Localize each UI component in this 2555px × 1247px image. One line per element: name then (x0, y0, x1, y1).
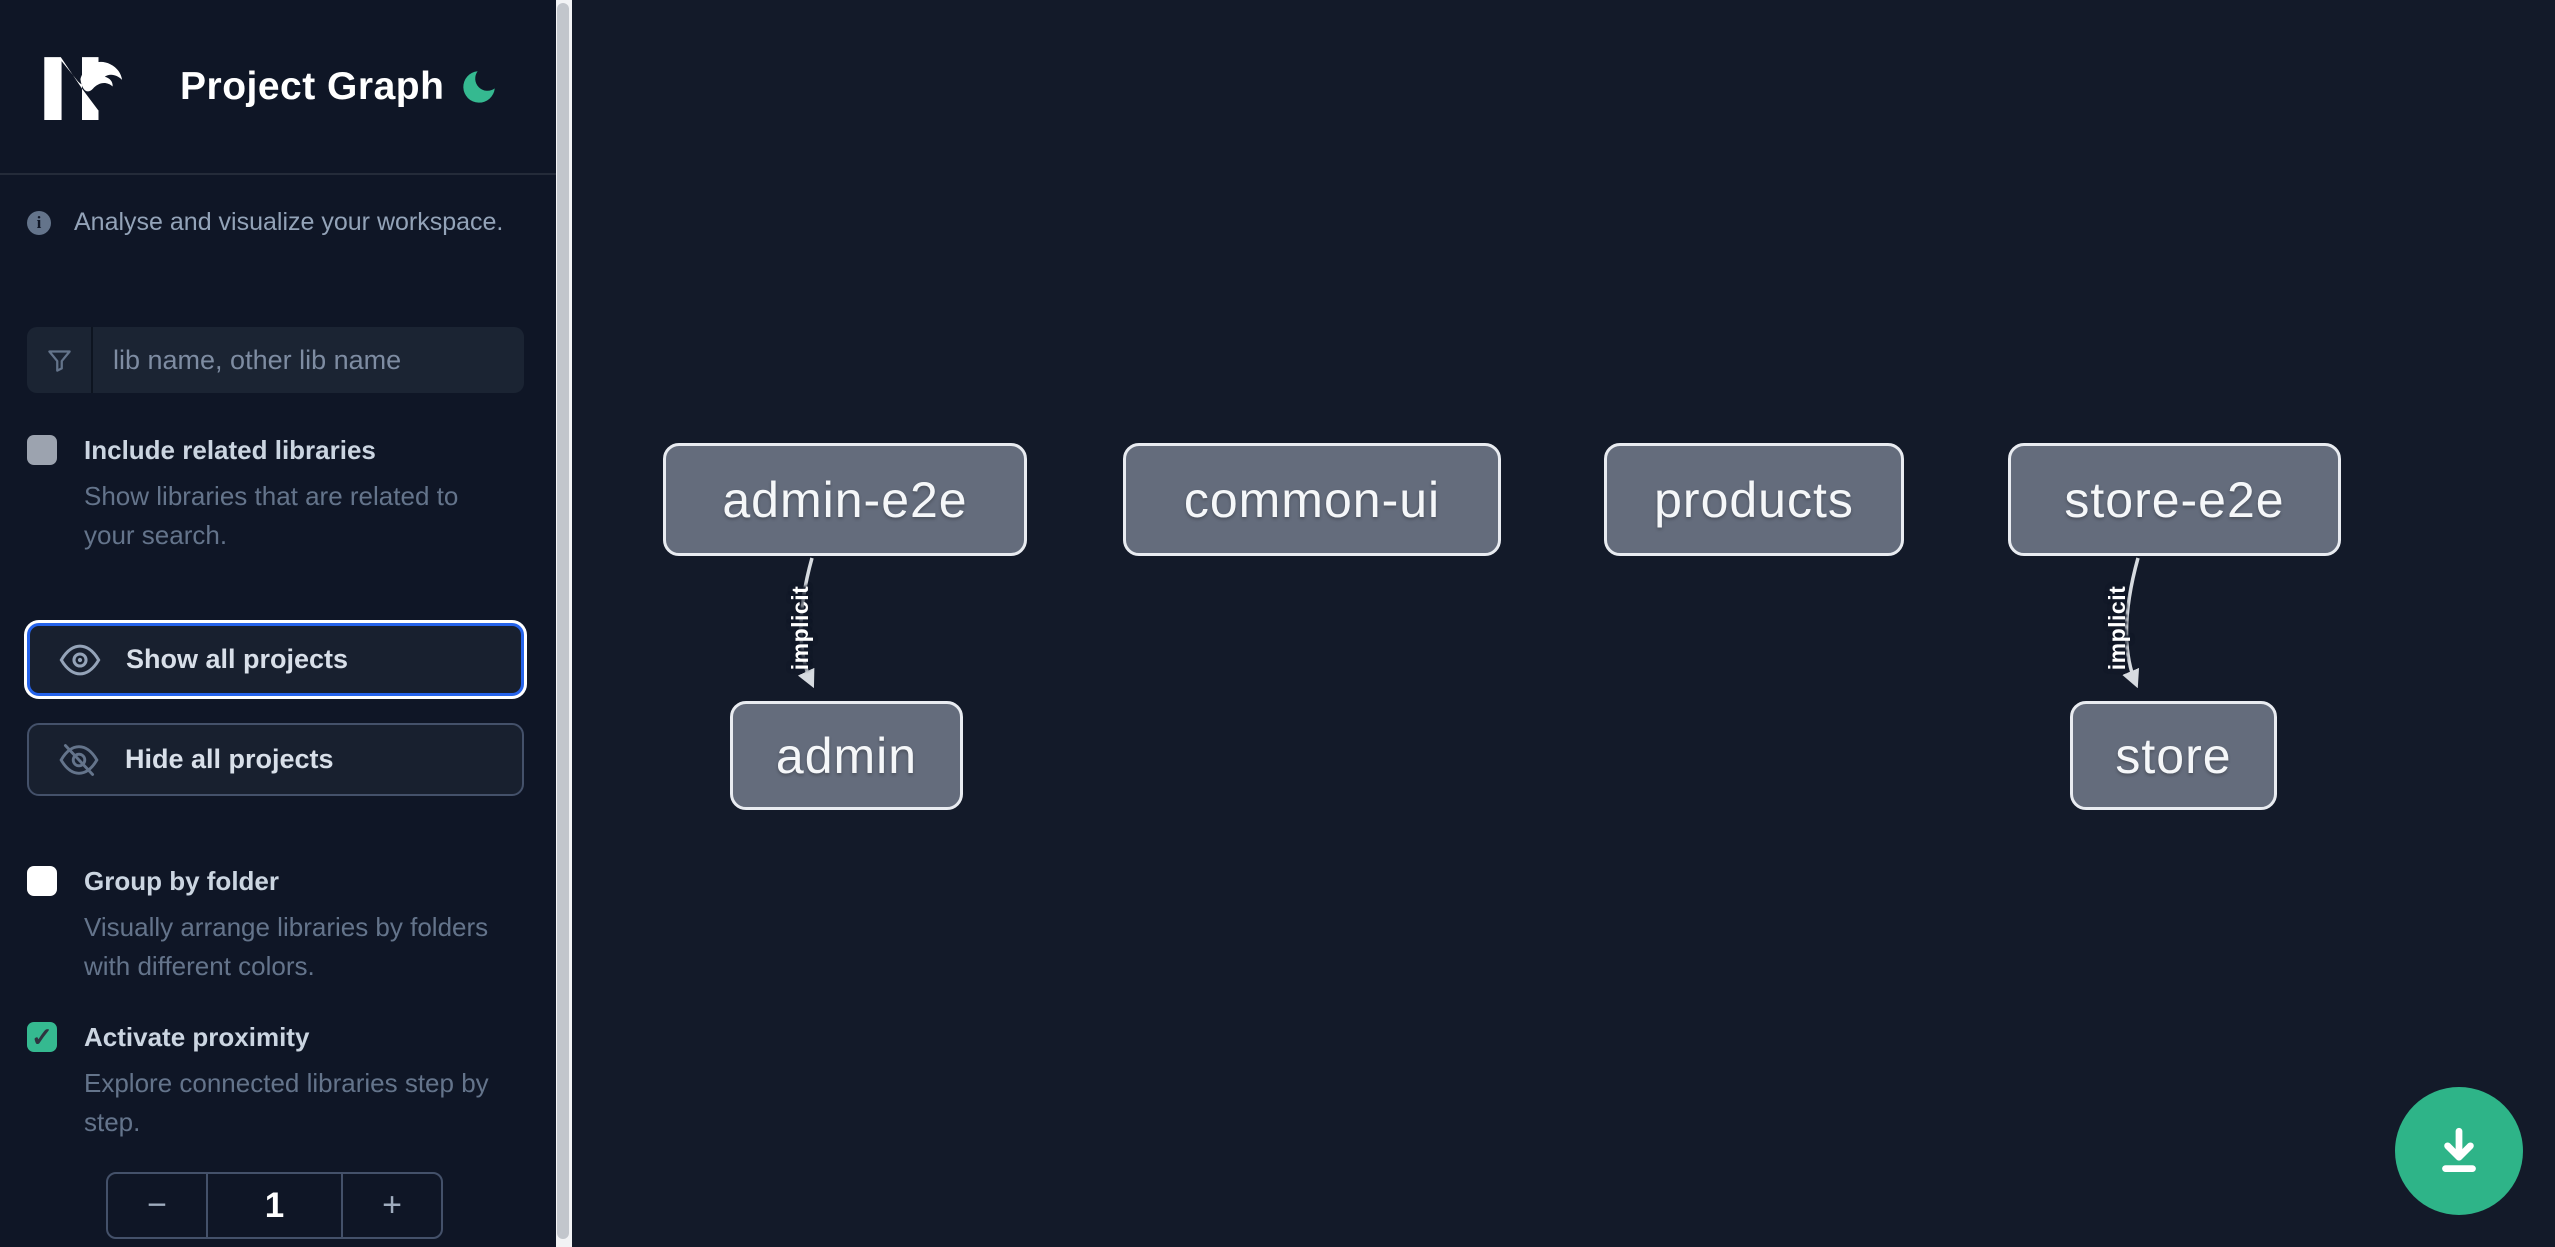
filter-box (27, 327, 524, 393)
theme-toggle-button[interactable] (456, 64, 502, 110)
checkbox-activate-proximity[interactable]: ✓ (27, 1022, 57, 1052)
sidebar-scrollbar-thumb[interactable] (557, 3, 569, 1239)
option-label: Group by folder (84, 866, 279, 896)
nx-logo-icon (44, 56, 123, 120)
graph-node-admin[interactable]: admin (730, 701, 963, 810)
graph-node-admin-e2e[interactable]: admin-e2e (663, 443, 1027, 556)
sidebar-header: Project Graph (0, 0, 556, 175)
option-description: Explore connected libraries step by step… (84, 1068, 489, 1137)
proximity-decrement-button[interactable]: − (108, 1174, 206, 1237)
show-all-projects-button[interactable]: Show all projects (27, 623, 524, 696)
info-icon: i (27, 210, 51, 235)
graph-node-products[interactable]: products (1604, 443, 1904, 556)
download-icon (2442, 1127, 2476, 1172)
checkbox-include-related[interactable] (27, 435, 57, 465)
edge-label-implicit: implicit (787, 585, 813, 671)
edge-label-implicit: implicit (2104, 585, 2130, 671)
checkbox-group-by-folder[interactable] (27, 866, 57, 896)
eye-slash-icon (59, 743, 99, 776)
graph-node-common-ui[interactable]: common-ui (1123, 443, 1501, 556)
sidebar: Project Graph i Analyse and visualize yo… (0, 0, 572, 1247)
option-activate-proximity: ✓ Activate proximity Explore connected l… (27, 1022, 524, 1142)
sidebar-content: i Analyse and visualize your workspace. … (0, 208, 556, 1239)
workspace-info: i Analyse and visualize your workspace. (27, 208, 524, 237)
moon-icon (463, 70, 495, 103)
proximity-increment-button[interactable]: + (343, 1174, 441, 1237)
save-image-button[interactable] (2395, 1087, 2523, 1215)
hide-all-label: Hide all projects (125, 744, 334, 774)
option-label: Include related libraries (84, 435, 376, 465)
page-title: Project Graph (180, 64, 445, 108)
proximity-value[interactable]: 1 (206, 1174, 343, 1237)
show-all-label: Show all projects (126, 644, 349, 674)
filter-input[interactable] (93, 327, 524, 393)
graph-node-store[interactable]: store (2070, 701, 2277, 810)
option-include-related: Include related libraries Show libraries… (27, 435, 524, 555)
hide-all-projects-button[interactable]: Hide all projects (27, 723, 524, 796)
funnel-icon (27, 327, 93, 393)
graph-node-store-e2e[interactable]: store-e2e (2008, 443, 2341, 556)
sidebar-scrollbar (556, 0, 572, 1247)
option-description: Show libraries that are related to your … (84, 481, 459, 550)
check-icon: ✓ (31, 1022, 53, 1052)
graph-edges (797, 557, 2140, 689)
eye-icon (59, 644, 101, 675)
graph-canvas[interactable]: implicit implicit admin-e2e common-ui pr… (572, 0, 2555, 1247)
option-group-by-folder: Group by folder Visually arrange librari… (27, 866, 524, 986)
proximity-stepper: − 1 + (106, 1172, 443, 1239)
info-text: Analyse and visualize your workspace. (74, 208, 504, 236)
option-description: Visually arrange libraries by folders wi… (84, 912, 489, 981)
option-label: Activate proximity (84, 1022, 310, 1052)
